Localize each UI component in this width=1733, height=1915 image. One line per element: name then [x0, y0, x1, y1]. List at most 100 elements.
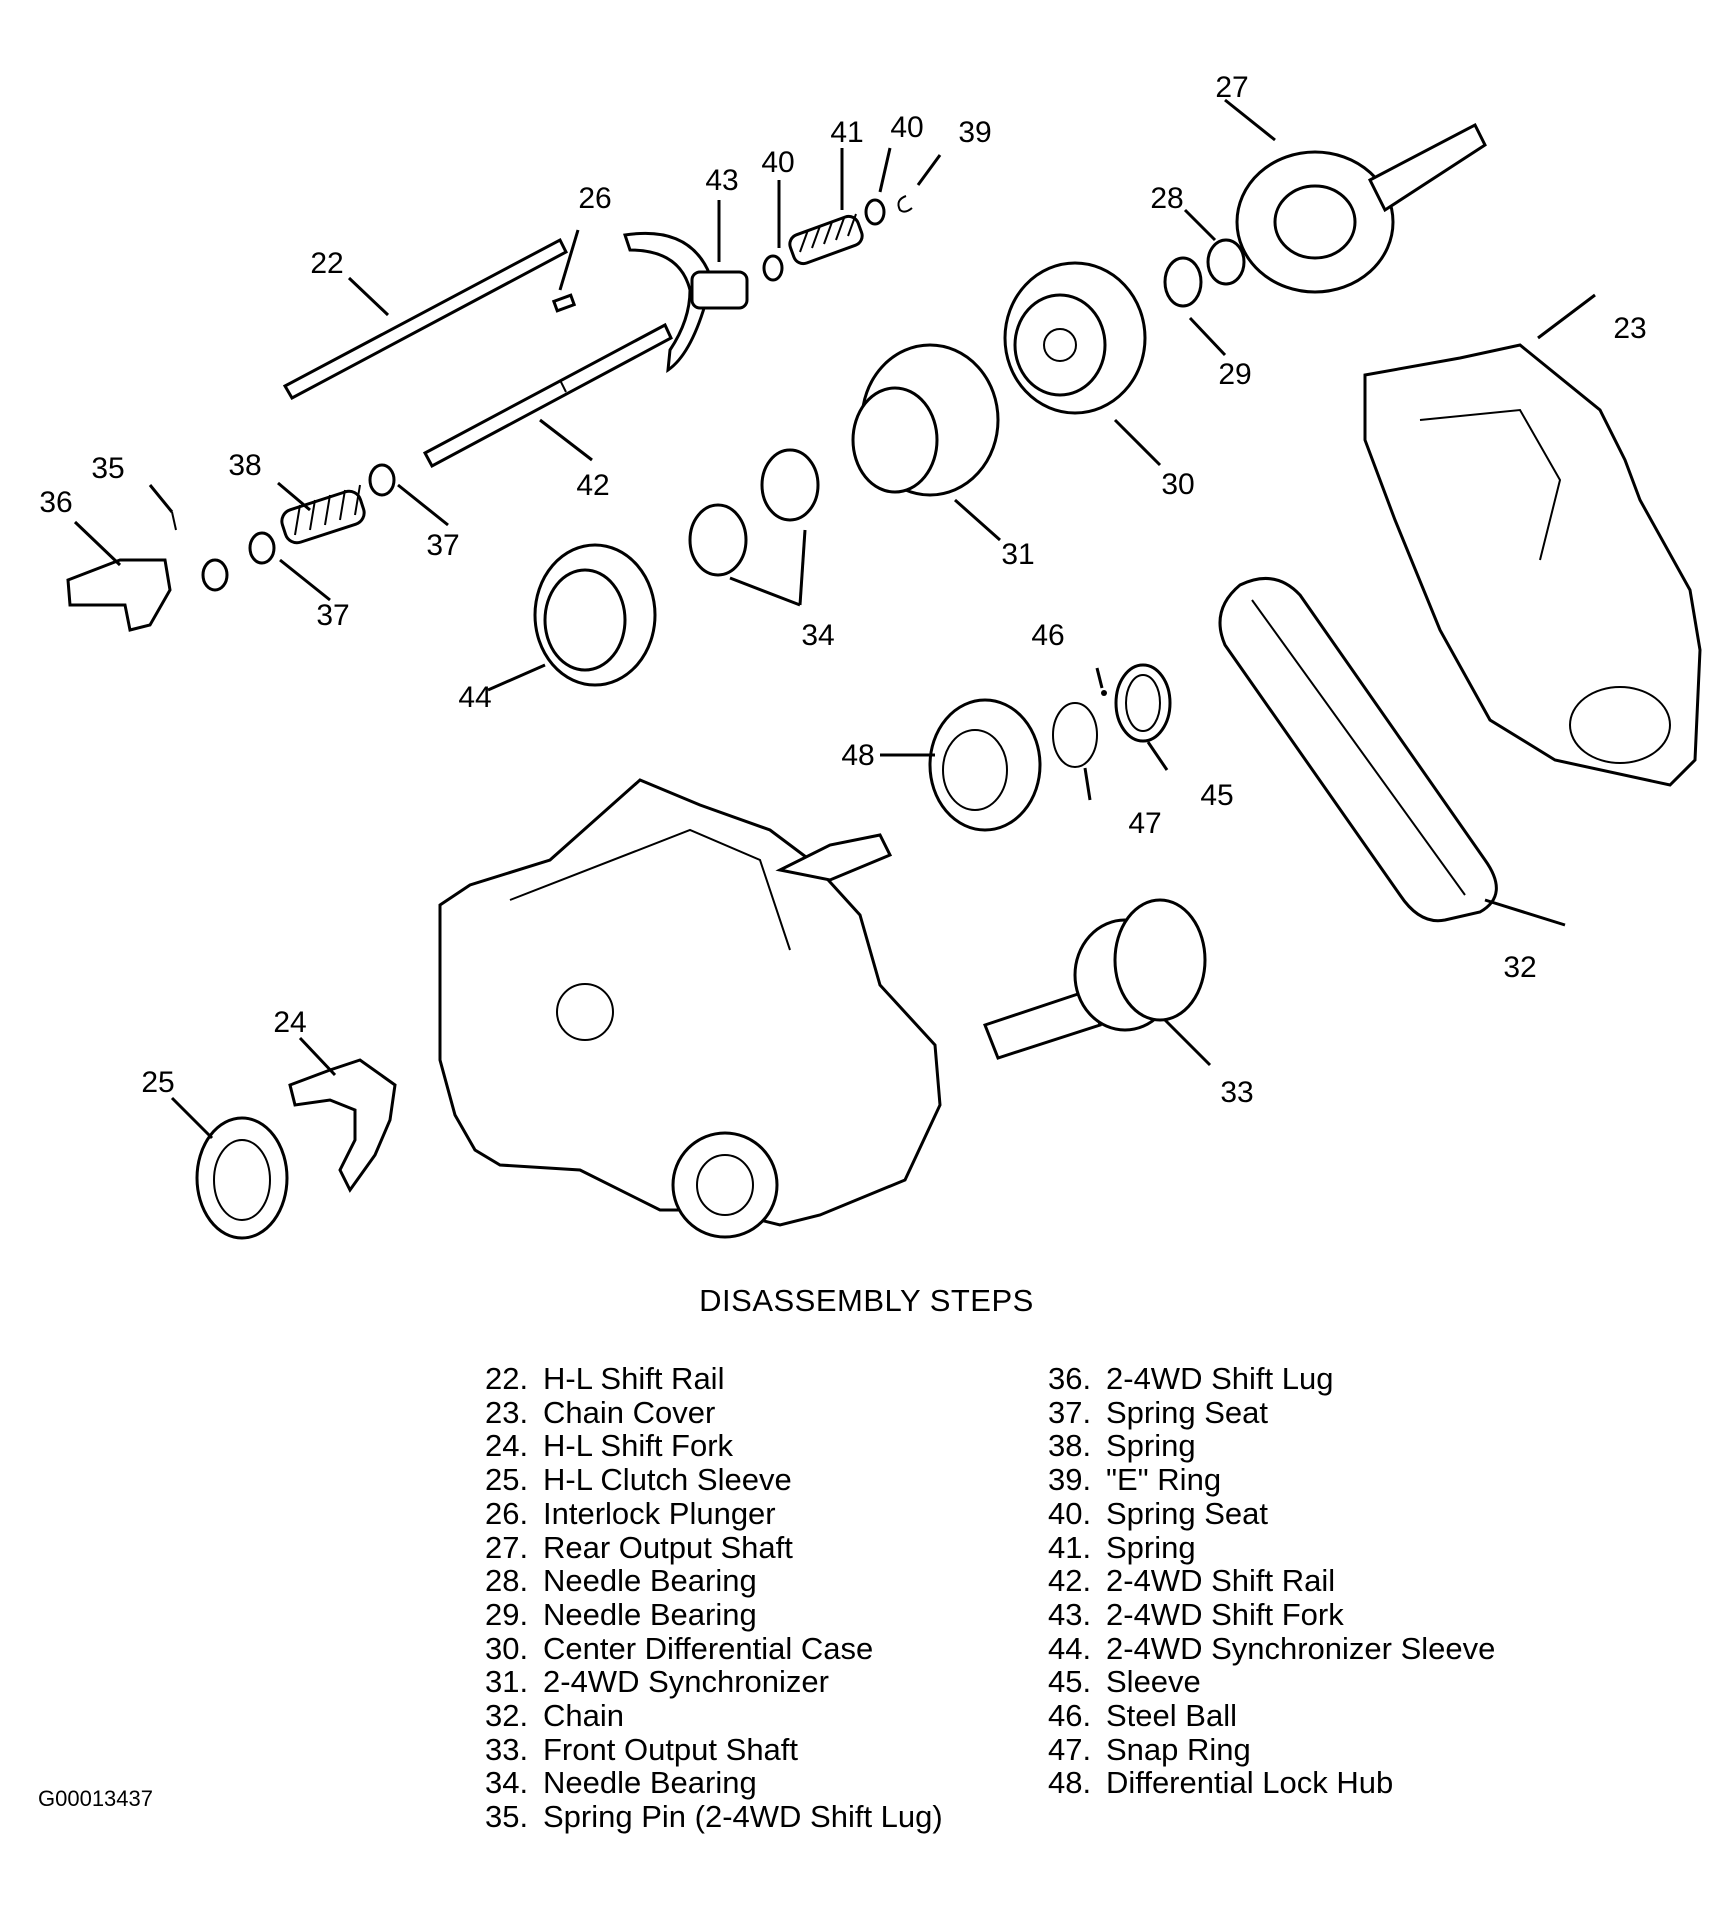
step-item: 28. Needle Bearing	[485, 1564, 943, 1598]
step-item: 38.Spring	[1048, 1429, 1495, 1463]
step-number: 45.	[1048, 1664, 1092, 1700]
step-number: 41.	[1048, 1529, 1092, 1565]
steps-title: DISASSEMBLY STEPS	[699, 1283, 1034, 1318]
part-29-needle-bearing	[1163, 256, 1203, 308]
step-number: 46.	[1048, 1698, 1092, 1734]
step-label: Spring Seat	[1106, 1394, 1268, 1430]
callout-24: 24	[273, 1006, 306, 1039]
step-item: 40.Spring Seat	[1048, 1497, 1495, 1531]
step-number: 43.	[1048, 1596, 1092, 1632]
part-33-front-output-shaft	[983, 898, 1207, 1060]
part-25-hl-clutch-sleeve	[195, 1116, 289, 1240]
step-item: 23.Chain Cover	[485, 1396, 943, 1430]
step-item: 24.H-L Shift Fork	[485, 1429, 943, 1463]
step-number: 42.	[1048, 1563, 1092, 1599]
step-label: 2-4WD Synchronizer	[543, 1664, 829, 1700]
step-number: 29.	[485, 1596, 529, 1632]
step-number: 35.	[485, 1799, 529, 1835]
step-label: Rear Output Shaft	[543, 1529, 793, 1565]
step-number: 38.	[1048, 1428, 1092, 1464]
step-label: Needle Bearing	[543, 1765, 757, 1801]
part-43-2-4wd-shift-fork	[623, 231, 749, 374]
step-item: 25.H-L Clutch Sleeve	[485, 1463, 943, 1497]
step-item: 41. Spring	[1048, 1529, 1495, 1565]
step-number: 44.	[1048, 1630, 1092, 1666]
step-item: 35.Spring Pin (2-4WD Shift Lug)	[485, 1800, 943, 1834]
step-label: "E" Ring	[1106, 1462, 1222, 1498]
part-28-needle-bearing	[1206, 238, 1246, 286]
step-number: 32.	[485, 1698, 529, 1734]
callout-46: 46	[1031, 619, 1064, 652]
step-number: 28.	[485, 1563, 529, 1599]
step-item: 48.Differential Lock Hub	[1048, 1766, 1495, 1800]
callout-30: 30	[1161, 468, 1194, 501]
step-item: 45.Sleeve	[1048, 1665, 1495, 1699]
callout-33: 33	[1220, 1076, 1253, 1109]
step-item: 44. 2-4WD Synchronizer Sleeve	[1048, 1630, 1496, 1666]
part-27-rear-output-shaft	[1235, 122, 1487, 294]
step-item: 30.Center Differential Case	[485, 1630, 943, 1666]
step-label: Center Differential Case	[543, 1630, 874, 1666]
callout-37-upper: 37	[426, 529, 459, 562]
step-item: 33. Front Output Shaft	[485, 1733, 943, 1767]
step-label: H-L Clutch Sleeve	[543, 1462, 792, 1498]
step-number: 37.	[1048, 1394, 1092, 1430]
step-label: Needle Bearing	[543, 1596, 757, 1632]
step-label: Needle Bearing	[543, 1563, 757, 1599]
step-number: 27.	[485, 1529, 529, 1565]
figure-id: G00013437	[38, 1786, 153, 1811]
callout-45: 45	[1200, 779, 1233, 812]
part-41-spring	[788, 213, 864, 266]
callout-32: 32	[1503, 951, 1536, 984]
step-label: Front Output Shaft	[543, 1731, 799, 1767]
callout-28: 28	[1150, 182, 1183, 215]
exploded-view-diagram: 22 23 24 25 26 27 28 29 30 31 32 33 34 3…	[39, 71, 1702, 1240]
callout-25: 25	[141, 1066, 174, 1099]
part-47-snap-ring	[1052, 702, 1098, 768]
step-number: 22.	[485, 1361, 529, 1396]
step-number: 34.	[485, 1765, 529, 1801]
step-label: Spring	[1106, 1529, 1196, 1565]
step-item: 29. Needle Bearing	[485, 1598, 943, 1632]
callout-26: 26	[578, 182, 611, 215]
step-item: 37. Spring Seat	[1048, 1396, 1495, 1430]
part-37-spring-seat	[201, 558, 229, 592]
callout-29: 29	[1218, 358, 1251, 391]
callout-37-lower: 37	[316, 599, 349, 632]
callout-31: 31	[1001, 538, 1034, 571]
callout-36: 36	[39, 486, 72, 519]
step-label: Chain	[543, 1698, 624, 1734]
step-label: 2-4WD Shift Rail	[1106, 1563, 1336, 1599]
step-number: 48.	[1048, 1765, 1092, 1801]
part-37-spring-seat-3	[368, 463, 396, 497]
part-46-steel-ball	[1101, 690, 1107, 696]
part-36-2-4wd-shift-lug	[66, 558, 172, 632]
step-number: 40.	[1048, 1495, 1092, 1531]
callout-40-right: 40	[890, 111, 923, 144]
part-40-spring-seat	[762, 254, 784, 282]
step-number: 33.	[485, 1731, 529, 1767]
step-item: 47.Snap Ring	[1048, 1733, 1495, 1767]
callout-42: 42	[576, 469, 609, 502]
part-45-sleeve	[1114, 663, 1172, 743]
step-number: 31.	[485, 1664, 529, 1700]
part-32-chain	[1218, 577, 1498, 923]
callout-40-left: 40	[761, 146, 794, 179]
step-label: 2-4WD Synchronizer Sleeve	[1106, 1630, 1496, 1666]
callout-23: 23	[1613, 312, 1646, 345]
transfer-case-body	[438, 778, 942, 1239]
part-40-spring-seat-2	[864, 198, 886, 226]
step-item: 27. Rear Output Shaft	[485, 1529, 943, 1565]
part-31-2-4wd-synchronizer	[851, 343, 1000, 497]
step-label: 2-4WD Shift Fork	[1106, 1596, 1344, 1632]
step-item: 36.2-4WD Shift Lug	[1048, 1362, 1495, 1396]
step-item: 46.Steel Ball	[1048, 1699, 1495, 1733]
callout-39: 39	[958, 116, 991, 149]
callout-41: 41	[830, 116, 863, 149]
step-item: 34. Needle Bearing	[485, 1766, 943, 1800]
step-label: Snap Ring	[1106, 1731, 1251, 1767]
step-number: 24.	[485, 1428, 529, 1464]
step-item: 22.H-L Shift Rail	[485, 1362, 943, 1396]
step-number: 26.	[485, 1495, 529, 1531]
